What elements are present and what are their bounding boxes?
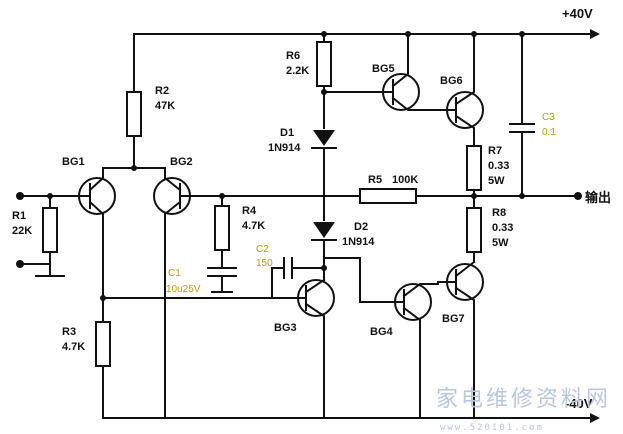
bg7-label: BG7 — [442, 313, 465, 325]
d2-name: D2 — [354, 221, 368, 233]
bg5-transistor — [323, 33, 447, 111]
c3-name: C3 — [542, 112, 555, 123]
watermark-text: 家电维修资料网 — [436, 387, 611, 412]
r3-name: R3 — [62, 326, 76, 338]
bg3-transistor — [283, 278, 335, 419]
bg6-transistor — [445, 33, 484, 147]
watermark-url: www.520101.com — [440, 423, 544, 433]
bg7-transistor — [437, 260, 484, 419]
c1-capacitor — [207, 267, 237, 277]
bg5-label: BG5 — [372, 63, 395, 75]
r7-resistor — [466, 145, 482, 191]
r8-power: 5W — [492, 237, 509, 249]
r1-resistor — [42, 207, 58, 253]
r6-name: R6 — [286, 50, 300, 62]
r7-value: 0.33 — [488, 160, 509, 172]
bg2-transistor — [153, 167, 223, 419]
d2-value: 1N914 — [342, 236, 375, 248]
bg2-label: BG2 — [170, 156, 193, 168]
r5-resistor — [359, 188, 417, 204]
r6-resistor — [316, 41, 332, 87]
r1-name: R1 — [12, 210, 26, 222]
negative-rail — [102, 413, 600, 423]
r7-name: R7 — [488, 145, 502, 157]
r3-value: 4.7K — [62, 341, 85, 353]
positive-rail — [133, 29, 600, 39]
c3-capacitor — [509, 123, 535, 133]
r2-resistor — [126, 91, 142, 137]
r1-value: 22K — [12, 225, 32, 237]
r4-value: 4.7K — [242, 220, 265, 232]
r4-resistor — [214, 205, 230, 251]
r7-power: 5W — [488, 175, 505, 187]
r3-resistor — [95, 321, 111, 367]
bg6-label: BG6 — [440, 75, 463, 87]
d1-diode — [311, 130, 337, 149]
c2-value: 150 — [256, 258, 273, 269]
c2-name: C2 — [256, 244, 269, 255]
r8-name: R8 — [492, 207, 506, 219]
bg1-transistor — [59, 167, 116, 299]
r2-value: 47K — [155, 100, 175, 112]
bg4-label: BG4 — [370, 326, 394, 338]
r8-resistor — [466, 207, 482, 253]
c3-value: 0.1 — [542, 127, 556, 138]
bg4-transistor — [359, 283, 439, 419]
pos-rail-label: +40V — [562, 6, 593, 21]
neg-rail-label: -40V — [565, 396, 593, 411]
r5-name: R5 — [368, 174, 382, 186]
c1-name: C1 — [168, 268, 181, 279]
d2-diode — [311, 222, 337, 241]
r4-name: R4 — [242, 205, 257, 217]
r2-name: R2 — [155, 85, 169, 97]
c1-value: 10u25V — [166, 284, 201, 295]
r5-value: 100K — [392, 174, 418, 186]
bg1-label: BG1 — [62, 156, 85, 168]
r6-value: 2.2K — [286, 65, 309, 77]
bg3-label: BG3 — [274, 322, 297, 334]
d1-value: 1N914 — [268, 142, 301, 154]
output-label: 输出 — [585, 190, 611, 205]
r8-value: 0.33 — [492, 222, 513, 234]
c2-capacitor — [283, 257, 293, 279]
d1-name: D1 — [280, 127, 294, 139]
